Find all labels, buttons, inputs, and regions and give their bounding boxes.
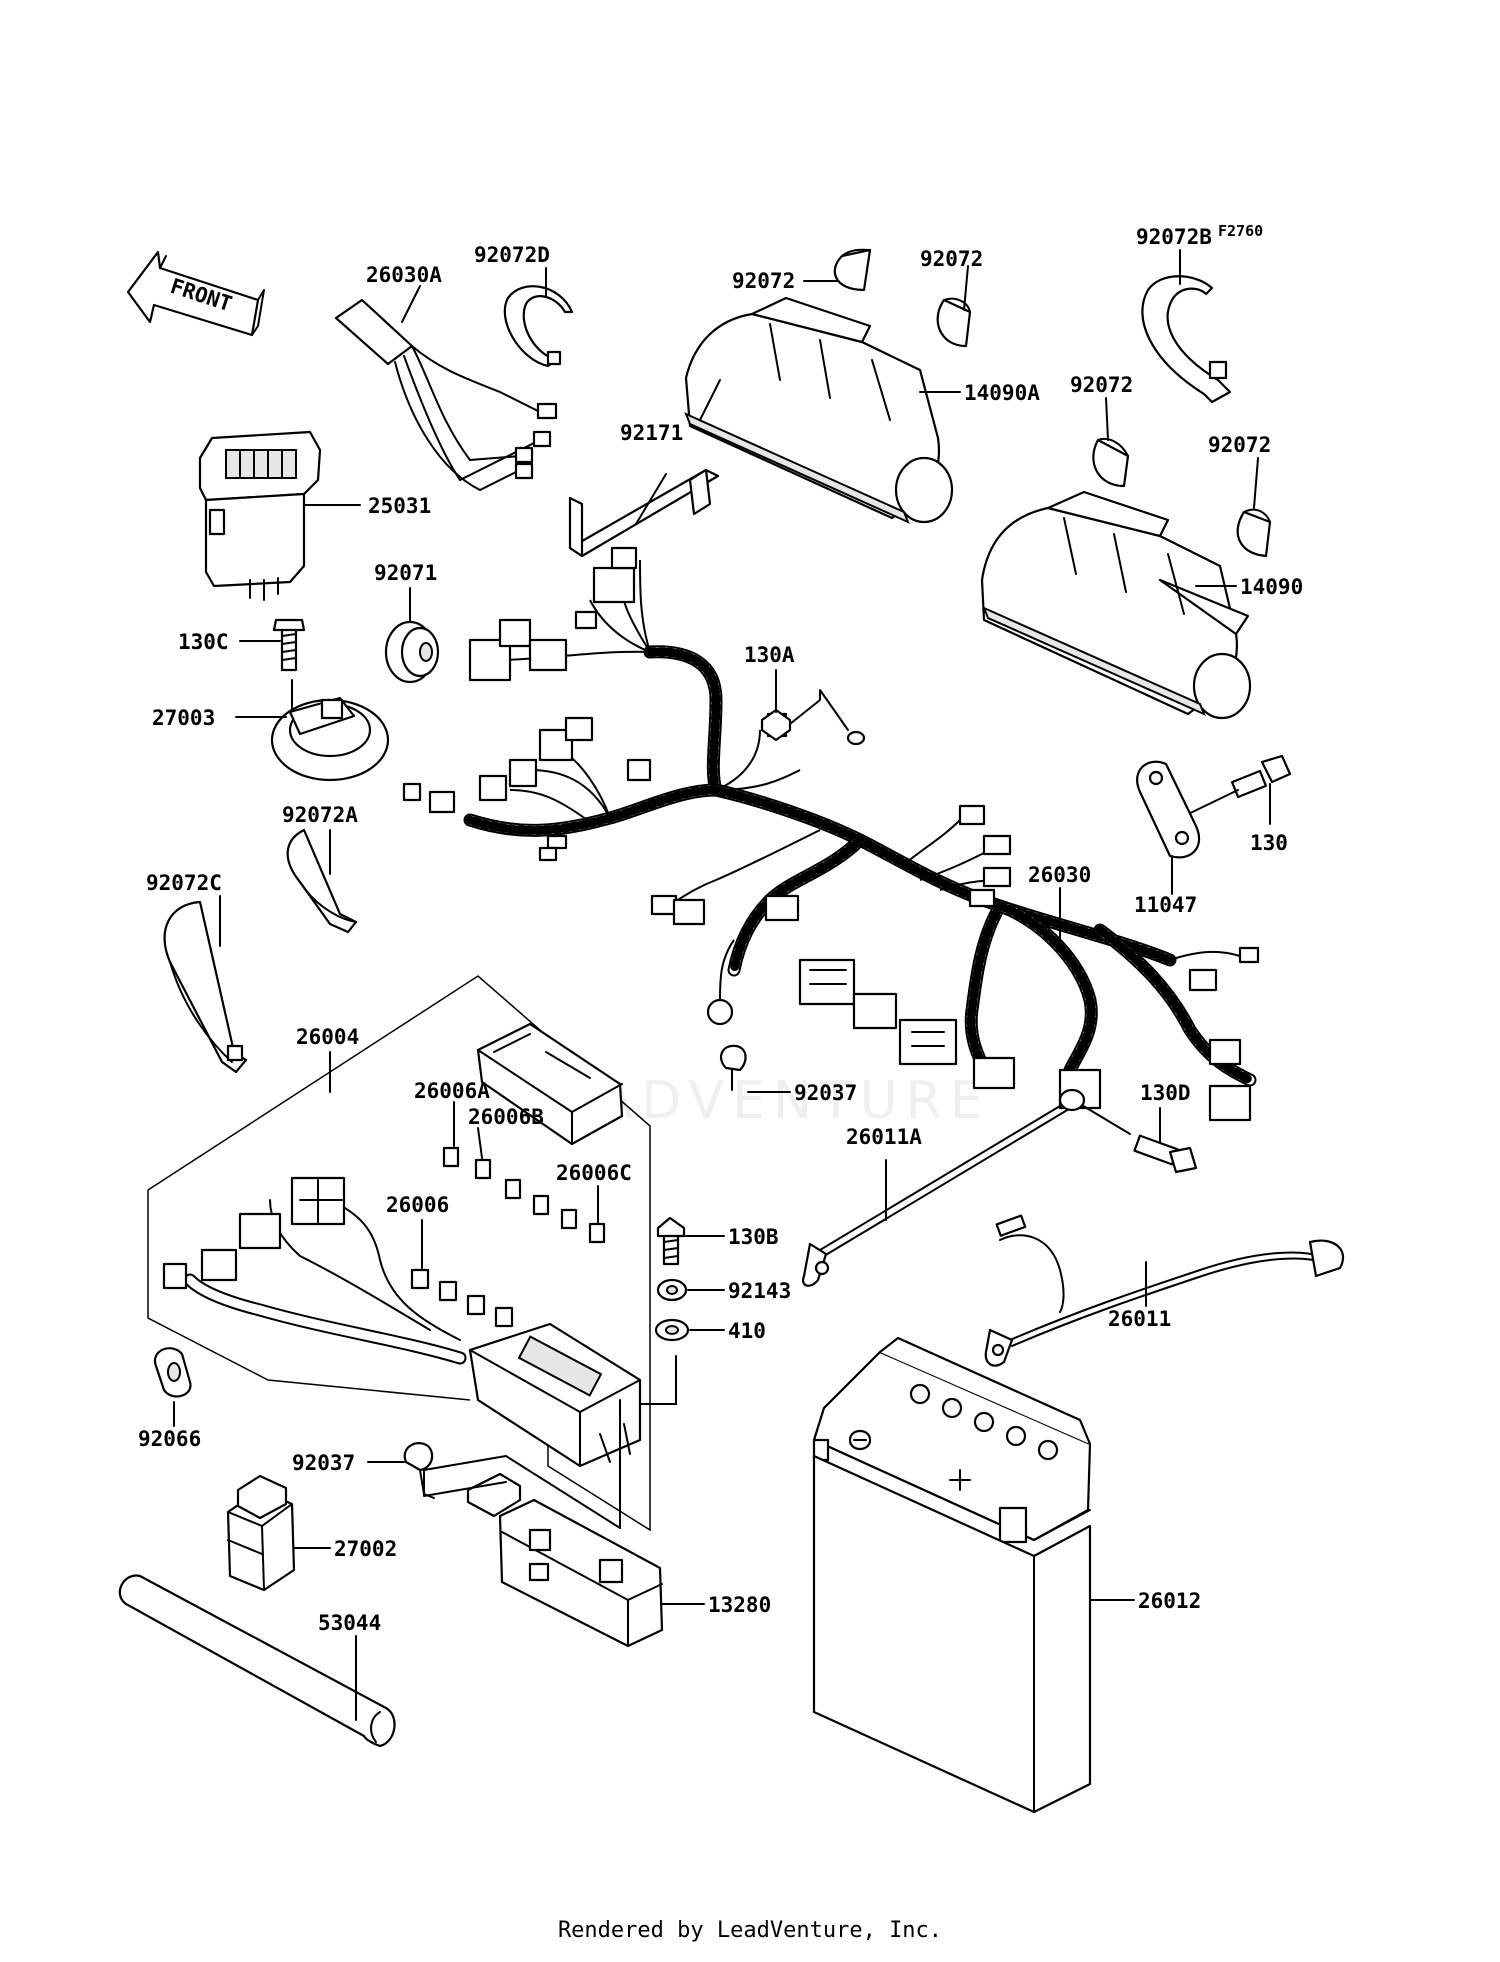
part-53044[interactable] (118, 1574, 396, 1748)
label-92072-b: 92072 (920, 247, 983, 271)
fuse[interactable] (560, 1208, 578, 1230)
label-13280: 13280 (708, 1593, 771, 1617)
part-130[interactable] (1179, 754, 1292, 825)
part-92072A[interactable] (286, 828, 358, 934)
label-410: 410 (728, 1319, 766, 1343)
part-130D[interactable] (1069, 1097, 1198, 1174)
label-92171: 92171 (620, 421, 683, 445)
part-26011A[interactable] (802, 1088, 1086, 1287)
part-26030[interactable] (402, 546, 1260, 1122)
label-92072B: 92072B (1136, 225, 1212, 249)
label-26012: 26012 (1138, 1589, 1201, 1613)
part-130C[interactable] (239, 618, 306, 672)
fuse[interactable] (466, 1294, 486, 1316)
label-26011: 26011 (1108, 1307, 1171, 1331)
label-26030: 26030 (1028, 863, 1091, 887)
label-92143: 92143 (728, 1279, 791, 1303)
label-26006C: 26006C (556, 1161, 632, 1185)
label-92071: 92071 (374, 561, 437, 585)
fuse[interactable] (504, 1178, 522, 1200)
part-92143[interactable] (656, 1278, 725, 1302)
part-92072-b[interactable] (936, 265, 972, 348)
label-92037-a: 92037 (794, 1081, 857, 1105)
footer-credit: Rendered by LeadVenture, Inc. (557, 1918, 943, 1943)
part-26004-lid[interactable] (476, 1022, 624, 1146)
label-92072-c: 92072 (1070, 373, 1133, 397)
label-27003: 27003 (152, 706, 215, 730)
fuse[interactable] (532, 1194, 550, 1216)
label-11047: 11047 (1134, 893, 1197, 917)
part-92072-c[interactable] (1092, 397, 1130, 488)
label-130B: 130B (728, 1225, 779, 1249)
label-26004: 26004 (296, 1025, 359, 1049)
label-27002: 27002 (334, 1537, 397, 1561)
fuse[interactable] (494, 1306, 514, 1328)
fuse-group (410, 1101, 606, 1328)
part-26004-harness[interactable] (162, 1176, 467, 1365)
part-26012[interactable] (812, 1336, 1135, 1814)
label-130D: 130D (1140, 1081, 1191, 1105)
label-53044: 53044 (318, 1611, 381, 1635)
part-92072B[interactable] (1141, 249, 1232, 404)
part-27002[interactable] (226, 1474, 331, 1592)
part-13280[interactable] (423, 1399, 705, 1648)
fuse[interactable] (438, 1280, 458, 1302)
part-11047[interactable] (1136, 760, 1201, 895)
label-92072-d: 92072 (1208, 433, 1271, 457)
front-arrow-icon: FRONT (126, 250, 265, 337)
label-92072C: 92072C (146, 871, 222, 895)
label-26006B: 26006B (468, 1105, 544, 1129)
part-92072-d[interactable] (1236, 457, 1272, 558)
label-26006: 26006 (386, 1193, 449, 1217)
fuse-26006B[interactable] (474, 1158, 492, 1180)
part-92066[interactable] (153, 1347, 192, 1427)
part-92071[interactable] (384, 587, 440, 684)
figure-code: F2760 (1218, 222, 1263, 240)
part-27003[interactable] (235, 679, 390, 782)
fuse-26006C[interactable] (588, 1222, 606, 1244)
part-26004-body[interactable] (468, 1322, 677, 1468)
part-92072-a[interactable] (803, 248, 872, 292)
part-92037-a[interactable] (719, 1044, 791, 1093)
label-26011A: 26011A (846, 1125, 922, 1149)
part-25031[interactable] (198, 430, 361, 601)
label-92072D: 92072D (474, 243, 550, 267)
part-410[interactable] (654, 1318, 725, 1342)
label-14090A: 14090A (964, 381, 1040, 405)
part-26011[interactable] (984, 1214, 1345, 1367)
label-130C: 130C (178, 630, 229, 654)
part-130A[interactable] (760, 669, 866, 746)
label-92072-a: 92072 (732, 269, 795, 293)
fuse-26006A[interactable] (442, 1146, 460, 1168)
label-92072A: 92072A (282, 803, 358, 827)
label-130: 130 (1250, 831, 1288, 855)
part-92171[interactable] (568, 468, 720, 558)
part-92072D[interactable] (503, 267, 574, 368)
label-92037-b: 92037 (292, 1451, 355, 1475)
part-14090[interactable] (980, 490, 1252, 720)
label-92066: 92066 (138, 1427, 201, 1451)
part-130B[interactable] (656, 1216, 725, 1266)
label-26006A: 26006A (414, 1079, 490, 1103)
part-26030A[interactable] (334, 285, 558, 491)
label-130A: 130A (744, 643, 795, 667)
fuse-26006[interactable] (410, 1268, 430, 1290)
label-25031: 25031 (368, 494, 431, 518)
label-14090: 14090 (1240, 575, 1303, 599)
part-92072C[interactable] (163, 895, 248, 1074)
part-14090A[interactable] (684, 296, 961, 524)
label-26030A: 26030A (366, 263, 442, 287)
